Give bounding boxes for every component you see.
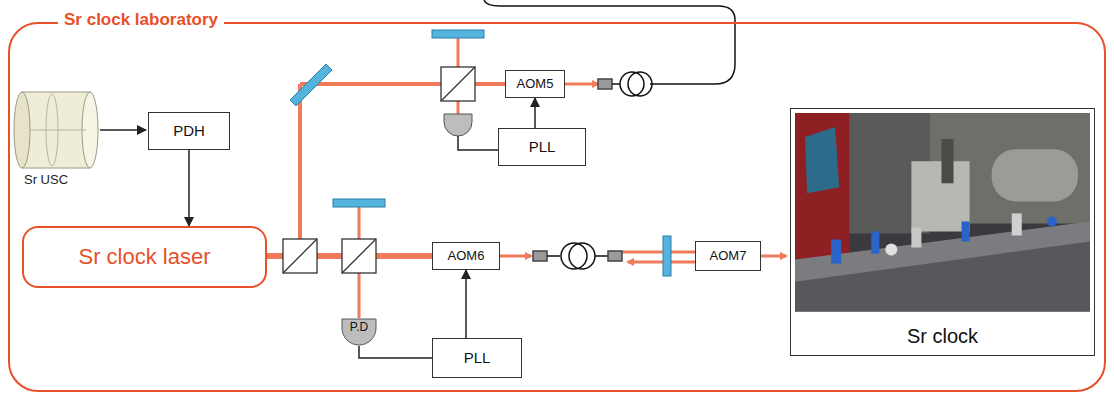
photodiode: P.D [341,318,377,346]
drawing-part [533,251,547,261]
photodiode-outline [342,319,376,345]
aom-box: AOM7 [695,241,761,271]
drawing-part [298,84,302,256]
drawing-part [561,243,587,269]
drawing-part [342,239,376,273]
drawing-part [342,239,376,273]
drawing-part [628,261,695,264]
signal-connector [465,270,467,338]
drawing-part [22,92,90,168]
box-label: PLL [464,350,491,367]
photo-detail [871,231,879,253]
pll-box: PLL [432,338,522,378]
photo-detail [941,139,953,183]
drawing-part [432,30,484,38]
aom-box: AOM5 [505,70,565,98]
box-label: Sr clock [907,325,978,347]
box-label: PDH [173,123,205,140]
signal-connector [359,346,432,358]
drawing-part [333,199,385,207]
photo-detail [962,221,970,241]
drawing-part [663,236,671,276]
mirror [290,30,671,276]
box-label: AOM6 [448,249,485,263]
drawing-part [14,92,30,168]
drawing-part [761,255,786,258]
aom-box: AOM6 [432,242,500,270]
drawing-part [441,67,475,101]
drawing-part [500,255,531,258]
drawing-part [290,64,332,106]
drawing-part [283,239,317,273]
photo-detail [795,312,1090,351]
box-label: AOM5 [517,77,554,91]
drawing-part [30,130,86,131]
pdh-box: PDH [148,112,230,150]
photo-detail [885,244,897,256]
lab-photo [791,109,1094,355]
drawing-part [444,114,472,136]
photo-detail [1012,213,1022,235]
signal-arrow [100,129,146,131]
drawing-part [628,72,652,96]
box-label: AOM7 [710,249,747,263]
photo-detail [805,127,839,193]
drawing-part [441,67,475,101]
photo-detail [795,113,1090,312]
pll-box: PLL [498,128,586,166]
box-label: PLL [529,139,556,156]
part-label: Sr USC [24,172,68,187]
drawing-part [595,255,608,257]
box-label: P.D [350,321,368,334]
drawing-part [283,239,317,273]
signal-wire [458,136,498,150]
photo-detail [911,227,921,247]
drawing-part [547,255,560,257]
cavity-cylinder [14,92,98,168]
drawing-part [608,251,622,261]
photo-detail [795,221,1090,281]
fiber-coil [533,72,652,269]
signal-connector [188,150,190,226]
drawing-part [565,83,598,86]
photodiode [444,114,472,136]
photo-detail [795,113,849,264]
drawing-part [612,83,620,85]
photo-detail [831,240,841,264]
region-title: Sr clock laboratory [58,11,224,30]
drawing-part [622,251,695,254]
drawing-part [598,79,612,89]
box-label: Sr clock laser [78,245,210,269]
lab-region: Sr clock laboratoryPDHSr clock laserAOM5… [8,22,1106,392]
signal-connector [534,98,536,128]
photo-detail [911,161,969,231]
laser-beam [267,38,786,318]
photo-detail [992,149,1078,201]
clock-photo-box: Sr clock [790,108,1095,356]
laser-box: Sr clock laser [22,226,267,288]
drawing-part [569,243,595,269]
photo-detail [1047,216,1057,226]
